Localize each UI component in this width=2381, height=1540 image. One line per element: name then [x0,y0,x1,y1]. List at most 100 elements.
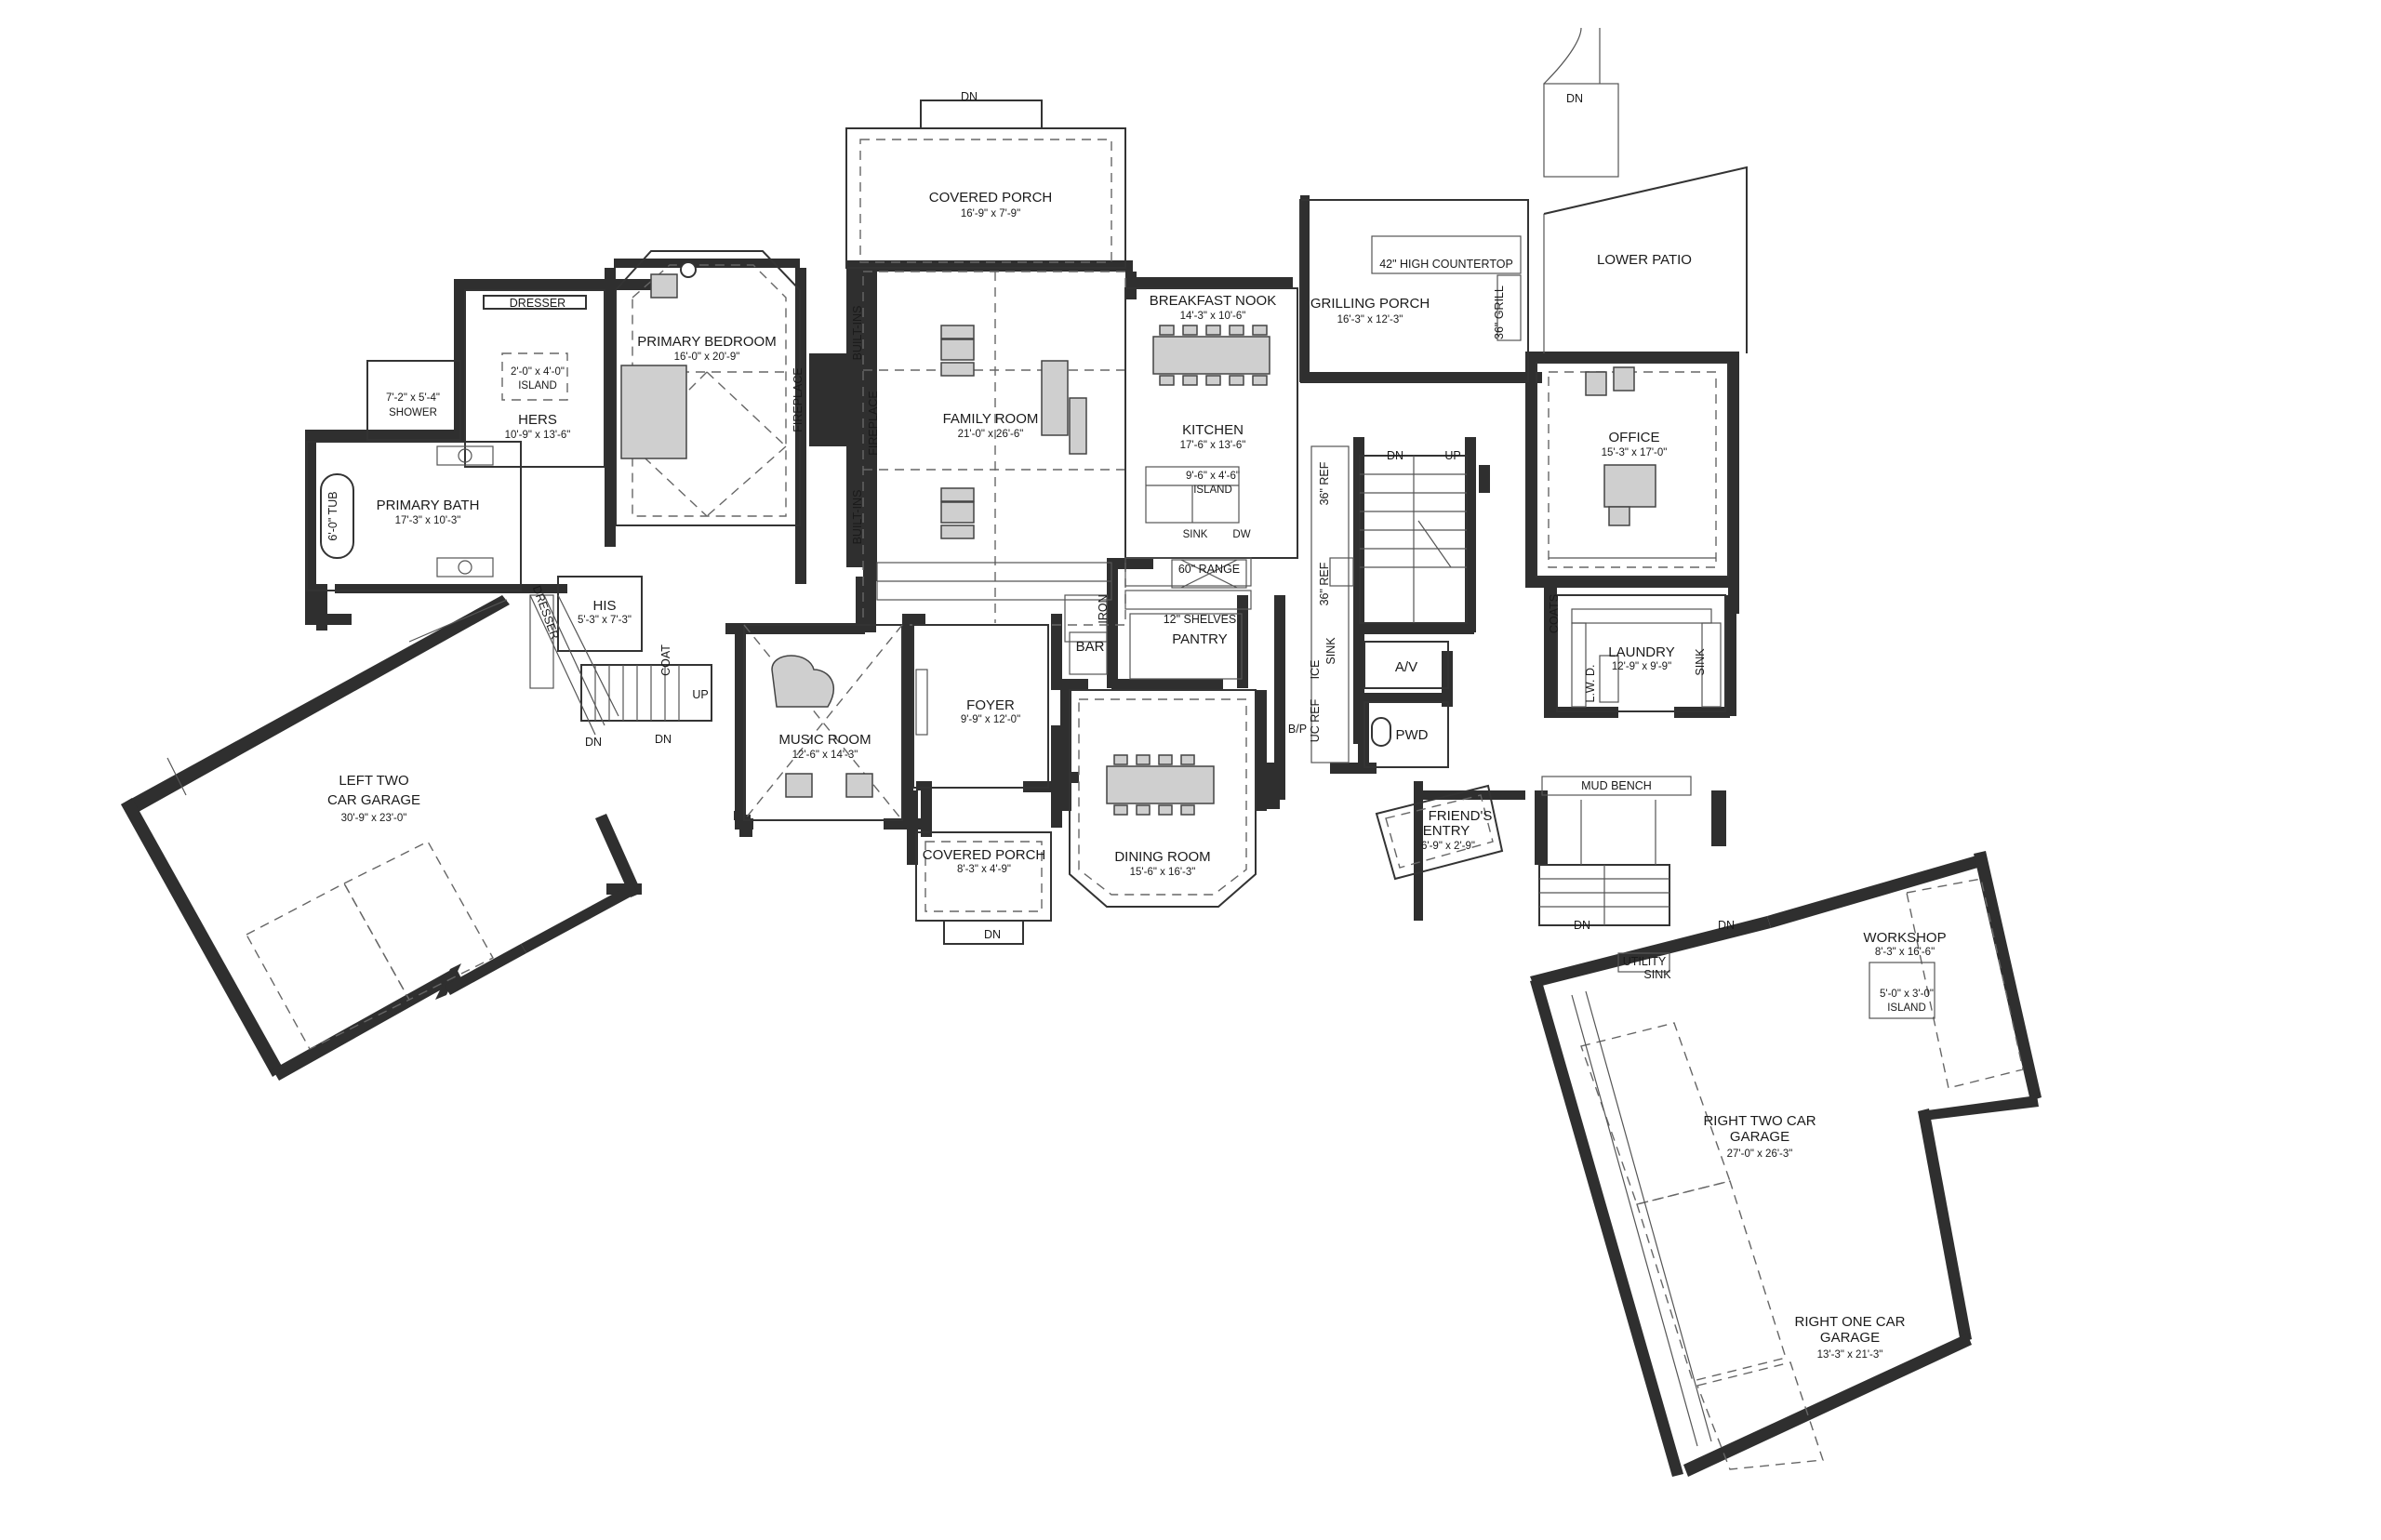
shelves-label: 12" SHELVES [1164,613,1237,626]
dim-his: 5'-3" x 7'-3" [578,615,632,626]
island-dim-hers: 2'-0" x 4'-0" [511,366,565,378]
shower-dim: 7'-2" x 5'-4" [386,392,440,404]
island-label-hers: ISLAND [518,380,557,392]
coat-label: COAT [659,644,672,676]
label-primary-bath: PRIMARY BATH [377,498,480,513]
workshop-island-label: ISLAND [1887,1002,1926,1014]
dn-label-rear-stair: DN [1574,919,1590,932]
label-office: OFFICE [1609,430,1660,445]
label-bar: BAR [1076,639,1105,655]
uc-ref-label: UC REF [1309,698,1322,742]
label-left-garage-2: CAR GARAGE [327,792,420,808]
dim-breakfast-nook: 14'-3" x 10'-6" [1180,311,1246,322]
label-primary-bedroom: PRIMARY BEDROOM [637,334,776,350]
built-ins-top-label: BUILT-INS [851,306,864,361]
label-right-two-garage-2: GARAGE [1730,1129,1789,1145]
walls [305,195,1739,921]
fireplace-left-label: FIREPLACE [791,367,805,431]
dn-label-garage: DN [1718,919,1735,932]
label-right-one-garage-1: RIGHT ONE CAR [1795,1314,1906,1330]
ref-top-label: 36" REF [1318,461,1331,505]
dn-label-porch-top: DN [961,90,978,103]
dim-foyer: 9'-9" x 12'-0" [961,714,1020,725]
label-lower-patio: LOWER PATIO [1597,252,1692,268]
kitchen-sink-label: SINK [1183,529,1208,540]
label-breakfast-nook: BREAKFAST NOOK [1150,293,1276,309]
ref-right-label: 36" REF [1318,562,1331,605]
label-pwd: PWD [1396,727,1429,743]
dn-label-left-stair-2: DN [655,733,672,746]
dim-right-one-garage: 13'-3" x 21'-3" [1817,1349,1883,1361]
countertop-label: 42" HIGH COUNTERTOP [1379,258,1513,271]
dim-right-two-garage: 27'-0" x 26'-3" [1727,1148,1793,1160]
label-his: HIS [592,598,616,614]
iron-label: IRON [1097,594,1110,623]
mud-bench-label: MUD BENCH [1581,779,1652,792]
label-friends-entry-1: FRIEND'S [1429,808,1493,824]
dn-label-front-porch: DN [984,928,1001,941]
dn-label-left-stair-1: DN [585,736,602,749]
dim-left-garage: 30'-9" x 23'-0" [341,813,407,824]
dim-primary-bath: 17'-3" x 10'-3" [395,515,461,526]
bp-label: B/P [1288,723,1307,736]
label-kitchen: KITCHEN [1182,422,1244,438]
dim-workshop: 8'-3" x 16'-6" [1875,947,1935,958]
laundry-sink-label: SINK [1694,648,1707,676]
dim-primary-bedroom: 16'-0" x 20'-9" [674,352,740,363]
kitchen-island-dim: 9'-6" x 4'-6" [1186,471,1240,482]
kitchen-island-label: ISLAND [1193,485,1232,496]
label-av: A/V [1395,659,1417,675]
left-garage-walls [121,595,642,1081]
label-left-garage-1: LEFT TWO [339,773,408,789]
right-garage-walls [1530,851,2042,1477]
dresser-label-hers: DRESSER [510,297,565,310]
dim-hers: 10'-9" x 13'-6" [505,430,571,441]
kitchen-dw-label: DW [1232,529,1250,540]
washer-dryer-label: L.W. D. [1584,665,1597,703]
label-workshop: WORKSHOP [1863,930,1946,946]
sink-hall-label: SINK [1324,637,1337,665]
dim-grilling-porch: 16'-3" x 12'-3" [1337,314,1403,325]
label-laundry: LAUNDRY [1608,644,1674,660]
built-ins-bottom-label: BUILT-INS [851,490,864,545]
ice-label: ICE [1309,660,1322,680]
interior-lines [166,27,2024,1470]
dim-friends-entry: 6'-9" x 2'-9" [1421,841,1475,852]
dim-dining-room: 15'-6" x 16'-3" [1130,867,1196,878]
dim-office: 15'-3" x 17'-0" [1602,447,1668,458]
label-music-room: MUSIC ROOM [778,732,871,748]
up-label-main-stair: UP [1444,449,1460,462]
label-foyer: FOYER [966,697,1015,713]
label-pantry: PANTRY [1172,631,1227,647]
dim-covered-porch-front: 8'-3" x 4'-9" [957,864,1011,875]
shower-label: SHOWER [389,407,437,418]
furniture [620,261,1656,816]
fireplace-right-label: FIREPLACE [867,391,880,455]
range-label: 60" RANGE [1178,563,1240,576]
utility-label-2: SINK [1643,968,1671,981]
coats-label: COATS [1548,594,1561,633]
dim-covered-porch-top: 16'-9" x 7'-9" [961,208,1020,219]
label-right-two-garage-1: RIGHT TWO CAR [1703,1113,1816,1129]
dim-music-room: 12'-6" x 14'-3" [792,750,858,761]
label-friends-entry-2: ENTRY [1423,823,1470,839]
utility-label-1: UTILITY [1623,955,1667,968]
label-covered-porch-front: COVERED PORCH [923,847,1046,863]
dn-label-patio: DN [1566,92,1583,105]
label-covered-porch-top: COVERED PORCH [929,190,1053,206]
label-right-one-garage-2: GARAGE [1820,1330,1880,1346]
label-family-room: FAMILY ROOM [943,411,1039,427]
label-hers: HERS [518,412,557,428]
dn-label-main-stair: DN [1387,449,1403,462]
label-grilling-porch: GRILLING PORCH [1310,296,1430,312]
dim-family-room: 21'-0" x 26'-6" [958,429,1024,440]
grill-label: 36" GRILL [1493,285,1506,339]
label-dining-room: DINING ROOM [1114,849,1210,865]
tub-label: 6'-0" TUB [326,491,339,540]
room-labels: COVERED PORCH 16'-9" x 7'-9" BREAKFAST N… [327,190,1947,1361]
dim-laundry: 12'-9" x 9'-9" [1612,661,1671,672]
workshop-island-dim: 5'-0" x 3'-0" [1880,989,1934,1000]
dim-kitchen: 17'-6" x 13'-6" [1180,440,1246,451]
up-label-left-stair: UP [692,688,708,701]
